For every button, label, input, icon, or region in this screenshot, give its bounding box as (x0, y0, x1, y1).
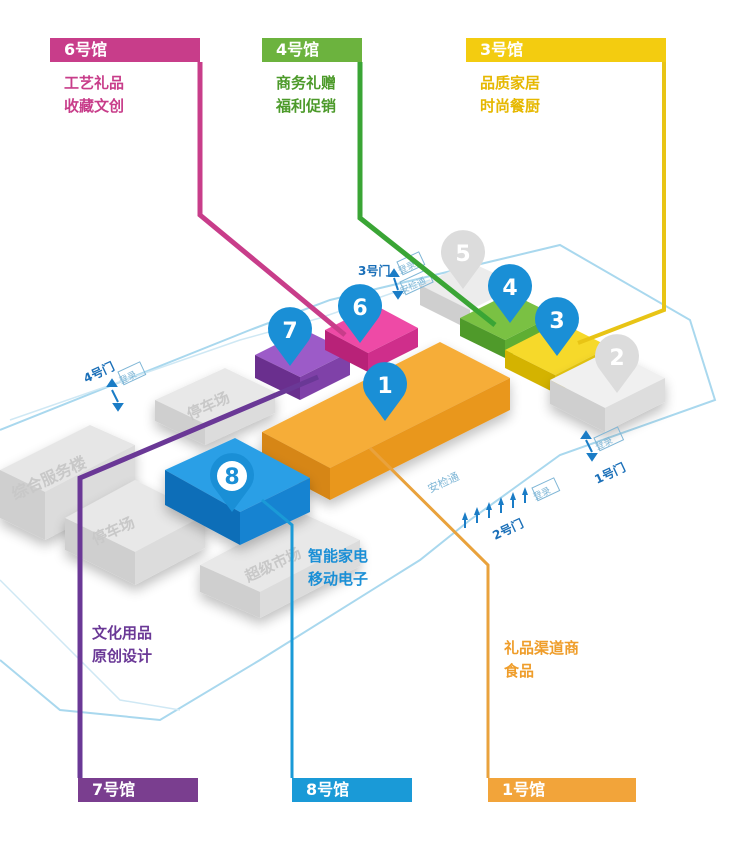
hall-6-tag[interactable]: 6号馆 (50, 38, 200, 62)
leader-6 (197, 62, 347, 337)
hall-1-categories: 礼品渠道商 食品 (504, 639, 580, 680)
gate-2-label: 2号门 (490, 515, 526, 542)
leader-3 (577, 62, 666, 345)
security-label: 安检通 (425, 469, 461, 496)
pin-1-marker (362, 362, 407, 421)
pin-4[interactable]: 4 (487, 264, 532, 323)
hall-6-block[interactable] (325, 305, 418, 372)
gate-2-sign-text: 登录 (532, 485, 553, 503)
hall-3-categories: 品质家居 时尚餐厨 (480, 74, 541, 115)
pin-3-marker (534, 297, 579, 356)
building-service (0, 425, 135, 540)
pin-layer: 1 2 3 4 5 6 7 8 (210, 230, 639, 512)
hall-4-categories: 商务礼赠 福利促销 (276, 74, 337, 115)
hall-6-categories: 工艺礼品 收藏文创 (64, 74, 125, 115)
gate-4-sign (117, 361, 147, 386)
pin-8[interactable]: 8 (210, 453, 254, 512)
hall-3-tag[interactable]: 3号馆 (466, 38, 666, 62)
pin-3-label: 3 (549, 309, 564, 334)
pin-2-marker (595, 334, 639, 393)
hall-1-tag[interactable]: 1号馆 (488, 778, 636, 802)
pin-5-marker (441, 230, 486, 289)
pin-5[interactable]: 5 (441, 230, 486, 289)
pin-4-label: 4 (502, 276, 517, 301)
gate-3-label: 3号门 (358, 263, 390, 278)
gate-3-arrow (388, 268, 404, 300)
gate-4-arrow (106, 378, 124, 412)
leader-4 (357, 62, 497, 327)
leader-7 (77, 374, 319, 778)
hall-8-tag[interactable]: 8号馆 (292, 778, 412, 802)
pin-6-label: 6 (352, 296, 367, 321)
pin-7[interactable]: 7 (268, 307, 312, 366)
gate-1-sign (593, 426, 625, 452)
site-boundary (0, 243, 717, 722)
pin-6-marker (338, 284, 383, 343)
gate-4-sign-text: 登录 (118, 369, 139, 387)
hall-8-categories: 智能家电 移动电子 (308, 547, 369, 588)
gate-2-sign (531, 477, 561, 502)
site-boundary-lower (0, 579, 181, 711)
pin-8-highlight (217, 461, 247, 491)
gate-1-label: 1号门 (592, 459, 628, 486)
pin-1[interactable]: 1 (362, 362, 407, 421)
hall-4-tag[interactable]: 4号馆 (262, 38, 362, 62)
pin-6[interactable]: 6 (338, 284, 383, 343)
gate-2-arrows (462, 487, 528, 528)
pin-4-marker (487, 264, 532, 323)
leader-8 (261, 498, 294, 778)
building-supermarket (200, 512, 360, 618)
pin-2-label: 2 (609, 346, 624, 371)
pin-7-label: 7 (282, 319, 297, 344)
pin-1-label: 1 (377, 374, 392, 399)
gate-1-arrow (580, 430, 598, 462)
pin-7-marker (268, 307, 312, 366)
pin-3[interactable]: 3 (534, 297, 579, 356)
pin-8-label: 8 (224, 465, 239, 490)
leader-1 (368, 446, 490, 778)
hall-7-categories: 文化用品 原创设计 (92, 624, 153, 665)
pin-5-label: 5 (455, 242, 470, 267)
hall-7-tag[interactable]: 7号馆 (78, 778, 198, 802)
pin-2[interactable]: 2 (595, 334, 639, 393)
